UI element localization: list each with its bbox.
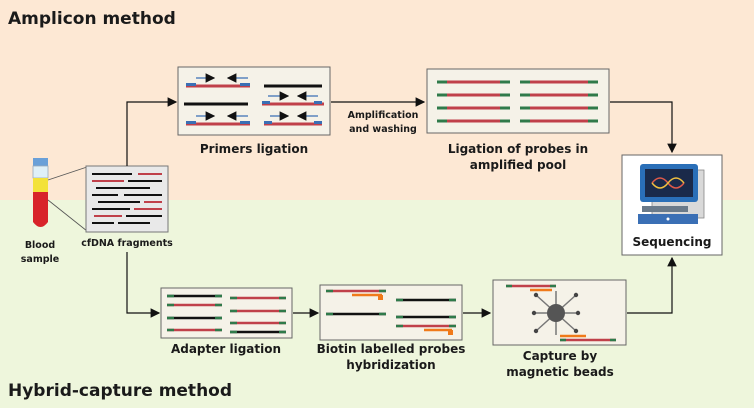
cfdna-fragments-box: [85, 165, 169, 233]
zoom-line-bottom: [47, 199, 88, 232]
ligation-probes-strands: [437, 80, 598, 123]
blood-tube-icon: [32, 158, 49, 227]
blood-sample-label-line2: sample: [21, 254, 59, 265]
capture-beads-label-line1: Capture by: [523, 349, 598, 363]
captured-fragments: [506, 284, 616, 342]
blood-sample-label-line1: Blood: [25, 240, 55, 251]
arrow-to-adapter-ligation: [126, 252, 161, 318]
ligation-probes-label-line2: amplified pool: [470, 158, 566, 172]
zoom-line-top: [47, 166, 88, 181]
ligation-probes-box: [426, 68, 610, 134]
biotin-probes-label-line1: Biotin labelled probes: [317, 342, 466, 356]
sequencer-computer-icon: [638, 164, 705, 224]
biotin-probes-label-line2: hybridization: [346, 358, 435, 372]
arrow-to-primers-ligation: [126, 97, 178, 166]
adapter-ligation-label: Adapter ligation: [171, 342, 281, 356]
primers-ligation-strands: [184, 73, 324, 126]
primers-ligation-label: Primers ligation: [200, 142, 308, 156]
arrow-to-sequencing-top: [610, 101, 677, 154]
biotin-hybridization-box: [319, 284, 463, 341]
adapter-ligation-strands: [167, 294, 286, 334]
amplification-label-line2: and washing: [349, 124, 417, 135]
amplicon-method-title: Amplicon method: [8, 9, 176, 29]
capture-beads-label-line2: magnetic beads: [506, 365, 614, 379]
hybrid-capture-method-title: Hybrid-capture method: [8, 381, 232, 401]
cfdna-fragments-label: cfDNA fragments: [81, 238, 173, 249]
amplification-label-line1: Amplification: [348, 110, 419, 121]
magnetic-bead-icon: [531, 291, 581, 335]
ligation-probes-label-line1: Ligation of probes in: [448, 142, 588, 156]
arrow-to-sequencing-bottom: [627, 256, 677, 314]
cfdna-fragments-strands: [92, 173, 162, 224]
biotin-hybridization-strands: [326, 289, 456, 335]
sequencing-label: Sequencing: [633, 235, 712, 249]
